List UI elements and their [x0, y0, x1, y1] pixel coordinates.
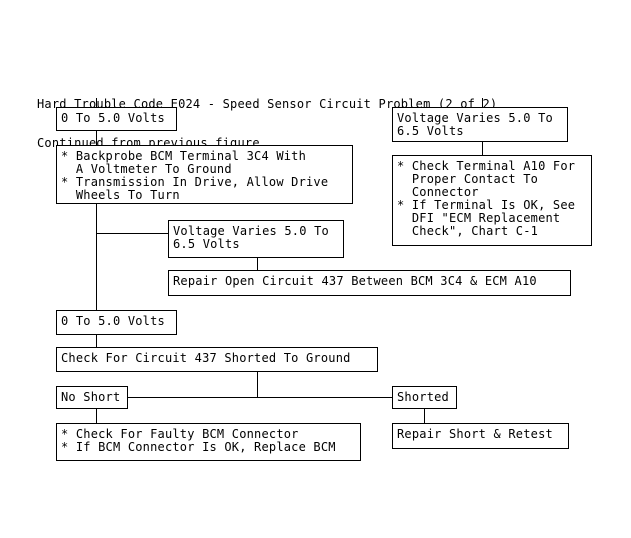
connector-line — [257, 258, 258, 270]
faulty-connector-box: * Check For Faulty BCM Connector * If BC… — [56, 423, 361, 461]
connector-line — [96, 335, 97, 347]
connector-line — [424, 409, 425, 423]
backprobe-instructions-box: * Backprobe BCM Terminal 3C4 With A Volt… — [56, 145, 353, 204]
zero-to-five-volts-box: 0 To 5.0 Volts — [56, 107, 177, 131]
repair-short-box: Repair Short & Retest — [392, 423, 569, 449]
voltage-varies-box: Voltage Varies 5.0 To 6.5 Volts — [392, 107, 568, 142]
check-terminal-box: * Check Terminal A10 For Proper Contact … — [392, 155, 592, 246]
check-shorted-box: Check For Circuit 437 Shorted To Ground — [56, 347, 378, 372]
connector-line — [96, 131, 97, 145]
connector-line — [96, 204, 97, 310]
connector-line — [482, 98, 483, 107]
repair-open-circuit-box: Repair Open Circuit 437 Between BCM 3C4 … — [168, 270, 571, 296]
connector-line — [96, 409, 97, 423]
connector-line — [128, 397, 392, 398]
voltage-varies-box: Voltage Varies 5.0 To 6.5 Volts — [168, 220, 344, 258]
connector-line — [482, 142, 483, 155]
shorted-box: Shorted — [392, 386, 457, 409]
connector-line — [96, 233, 168, 234]
no-short-box: No Short — [56, 386, 128, 409]
connector-line — [96, 98, 97, 107]
zero-to-five-volts-box: 0 To 5.0 Volts — [56, 310, 177, 335]
connector-line — [257, 372, 258, 398]
